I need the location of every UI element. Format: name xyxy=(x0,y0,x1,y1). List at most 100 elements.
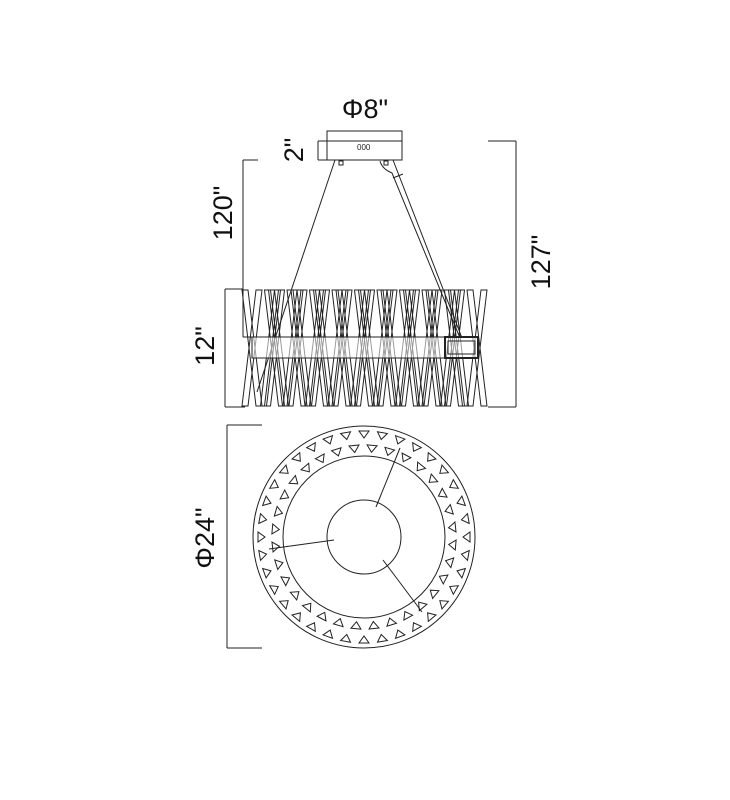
crystal-tip xyxy=(271,541,281,554)
crystal-tip xyxy=(339,431,352,441)
crystal-tip xyxy=(279,488,290,500)
crystal-tip xyxy=(268,585,280,596)
crystal-tip xyxy=(290,612,301,623)
bottom-view xyxy=(252,425,476,649)
crystal-tip xyxy=(299,462,310,473)
crystal-tip xyxy=(427,451,438,462)
crystal-tip xyxy=(460,512,470,525)
crystal-rod xyxy=(466,289,488,407)
crystal-tip xyxy=(376,633,389,643)
crystal-tip xyxy=(358,635,370,644)
crystal-tip xyxy=(366,444,379,454)
crystal-tip xyxy=(394,629,407,640)
crystal-rod xyxy=(443,289,466,407)
crystal-tip xyxy=(278,600,289,611)
crystal-rod xyxy=(466,289,488,407)
crystal-rod xyxy=(372,289,394,407)
crystal-tip xyxy=(358,430,370,439)
crystal-tip xyxy=(278,463,289,474)
crystal-rod xyxy=(353,289,376,407)
crystal-rod xyxy=(286,289,308,407)
crystal-tip xyxy=(456,567,467,580)
crystal-rod xyxy=(259,289,282,407)
crystal-tip xyxy=(376,431,389,441)
crystal-rod xyxy=(376,289,398,407)
crystal-tip xyxy=(290,451,301,462)
crystal-tip xyxy=(428,472,439,483)
crystal-rod xyxy=(439,289,462,407)
crystal-tip xyxy=(321,434,334,445)
crystal-rod xyxy=(308,289,331,407)
cable-length-label: 120" xyxy=(208,186,238,241)
crystal-tip xyxy=(439,600,450,611)
crystal-tip xyxy=(447,539,457,552)
body-diameter-label: Φ24" xyxy=(190,507,220,568)
canopy-diameter-label: Φ8" xyxy=(342,94,388,124)
crystal-tip xyxy=(301,602,312,613)
canopy-marking: 000 xyxy=(357,143,371,152)
crystal-tip xyxy=(332,617,344,628)
crystal-tip xyxy=(314,453,325,464)
crystal-tip xyxy=(305,441,316,453)
canopy-height-label: 2" xyxy=(279,138,309,163)
crystal-tip xyxy=(261,567,272,580)
crystal-tip xyxy=(368,620,381,630)
crystal-tip xyxy=(261,494,272,507)
crystal-tip xyxy=(330,446,342,457)
crystal-rod xyxy=(263,289,286,407)
crystal-tip xyxy=(456,494,467,507)
crystal-tip xyxy=(347,444,360,454)
crystal-tip xyxy=(258,512,268,525)
crystal-rod xyxy=(421,289,443,407)
crystal-tip xyxy=(427,612,438,623)
crystal-tip xyxy=(412,621,423,633)
crystal-tip xyxy=(273,559,284,571)
crystal-tip xyxy=(438,574,449,586)
crystal-tip xyxy=(258,549,268,562)
body-height-label: 12" xyxy=(190,326,220,366)
crystal-tip xyxy=(280,576,291,587)
crystal-rod xyxy=(417,289,439,407)
crystal-rod xyxy=(398,289,421,407)
center-band xyxy=(251,336,479,359)
crystal-body-side xyxy=(241,289,488,407)
crystal-tip xyxy=(289,591,300,602)
crystal-rod xyxy=(327,289,349,407)
crystal-tip xyxy=(268,478,280,489)
crystal-tip xyxy=(394,434,407,445)
crystal-tip xyxy=(448,585,460,596)
crystal-tip xyxy=(305,621,316,633)
crystal-tip xyxy=(339,633,352,643)
crystal-tip xyxy=(462,531,471,543)
crystal-tip xyxy=(412,441,423,453)
crystal-rod xyxy=(349,289,372,407)
crystal-tip xyxy=(257,531,266,543)
crystal-tip xyxy=(448,478,460,489)
crystal-rod xyxy=(331,289,353,407)
crystal-tip xyxy=(315,611,327,622)
crystal-tip xyxy=(401,452,413,463)
crystal-tip xyxy=(349,620,362,630)
canopy xyxy=(317,130,403,166)
crystal-rod xyxy=(394,289,417,407)
crystal-tip xyxy=(288,474,299,485)
crystal-rod xyxy=(241,289,263,407)
crystal-tip xyxy=(403,610,414,621)
overall-height-label: 127" xyxy=(526,235,556,290)
crystal-rod xyxy=(282,289,304,407)
crystal-tip xyxy=(447,520,457,533)
crystal-tip xyxy=(444,503,455,515)
crystal-tip xyxy=(321,629,334,640)
crystal-tip xyxy=(416,461,427,472)
dimension-lines xyxy=(224,140,517,649)
crystal-tip xyxy=(386,617,398,628)
crystal-tip xyxy=(384,446,396,457)
crystal-tip xyxy=(273,505,284,517)
crystal-tip xyxy=(437,487,448,498)
crystal-tip xyxy=(439,463,450,474)
crystal-tip xyxy=(444,557,455,569)
crystal-tip xyxy=(429,589,440,600)
crystal-tip xyxy=(418,601,429,612)
crystal-tip xyxy=(460,549,470,562)
